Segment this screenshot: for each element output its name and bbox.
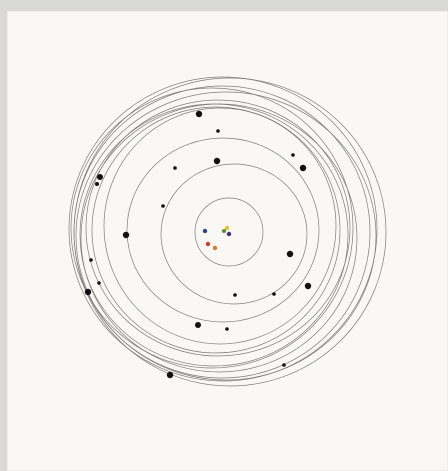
orbit-ring-12 bbox=[76, 92, 376, 380]
planet-dot-7 bbox=[291, 153, 295, 157]
orbit-ring-9 bbox=[74, 86, 370, 378]
orbit-ring-5 bbox=[92, 107, 340, 353]
planet-dot-12 bbox=[89, 258, 93, 262]
orbit-group bbox=[69, 77, 386, 386]
planet-dot-11 bbox=[287, 251, 293, 257]
orbit-ring-2 bbox=[161, 164, 307, 304]
orbit-ring-13 bbox=[81, 104, 357, 372]
planet-dot-18 bbox=[195, 322, 201, 328]
planet-dot-20 bbox=[167, 372, 173, 378]
core-dot-yellow bbox=[225, 226, 229, 230]
core-dot-group bbox=[203, 226, 231, 250]
core-dot-green bbox=[222, 229, 226, 233]
planet-dot-17 bbox=[272, 292, 276, 296]
orbit-ring-4 bbox=[104, 108, 336, 344]
planet-dot-4 bbox=[95, 182, 99, 186]
core-dot-blue bbox=[203, 229, 207, 233]
planet-dot-14 bbox=[97, 281, 101, 285]
orbit-ring-10 bbox=[69, 77, 377, 381]
planet-dot-19 bbox=[225, 327, 229, 331]
orbit-ring-11 bbox=[74, 78, 386, 386]
planet-dot-8 bbox=[300, 165, 306, 171]
planet-dot-21 bbox=[282, 363, 286, 367]
planet-dot-9 bbox=[161, 204, 165, 208]
planet-dot-13 bbox=[85, 289, 91, 295]
orbit-ring-7 bbox=[80, 104, 348, 366]
planet-dot-10 bbox=[123, 232, 129, 238]
planet-dot-6 bbox=[173, 166, 177, 170]
planet-dot-16 bbox=[233, 293, 237, 297]
core-dot-red bbox=[206, 242, 210, 246]
planet-group bbox=[85, 111, 311, 378]
planet-dot-1 bbox=[196, 111, 202, 117]
planet-dot-15 bbox=[305, 283, 311, 289]
planet-dot-2 bbox=[216, 129, 220, 133]
planet-dot-5 bbox=[214, 158, 220, 164]
planet-dot-3 bbox=[97, 174, 103, 180]
core-dot-purple bbox=[227, 232, 231, 236]
core-dot-orange bbox=[213, 246, 217, 250]
